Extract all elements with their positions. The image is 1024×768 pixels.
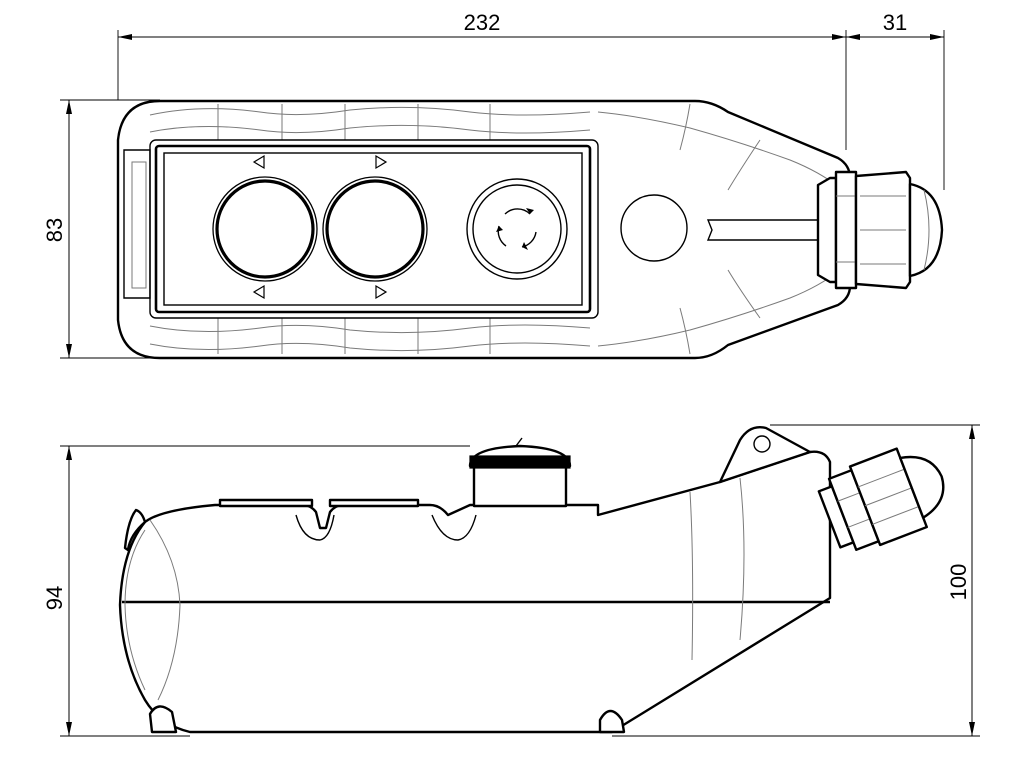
side-button-cap-1 <box>218 498 314 508</box>
dim-31-label: 31 <box>883 10 907 35</box>
side-button-cap-2 <box>328 498 420 508</box>
panel-face <box>163 152 583 306</box>
cable-gland-top <box>816 170 944 290</box>
dim-94-label: 94 <box>42 586 67 610</box>
dim-100-label: 100 <box>946 564 971 601</box>
panel-frame-inner <box>154 144 592 314</box>
arrow-up-icon <box>375 154 388 170</box>
top-view: 232 31 83 <box>42 10 945 360</box>
dim-83: 83 <box>42 99 160 359</box>
arrow-down-icon <box>252 284 265 300</box>
push-button-1[interactable] <box>212 154 318 300</box>
side-left-foot <box>148 705 178 734</box>
dim-94: 94 <box>42 445 470 737</box>
push-button-2[interactable] <box>322 154 428 300</box>
side-right-foot <box>598 709 626 734</box>
arrow-down-icon <box>375 284 388 300</box>
side-left-horn <box>123 508 147 552</box>
cable-stub <box>706 219 819 241</box>
hanging-eye-hole <box>753 435 771 453</box>
top-ridges <box>149 104 591 354</box>
side-view: 94 100 <box>42 424 980 737</box>
arrow-up-icon <box>252 154 265 170</box>
dim-232-label: 232 <box>464 10 501 35</box>
top-housing-outline <box>116 99 852 360</box>
dim-31: 31 <box>846 10 945 190</box>
dim-83-label: 83 <box>42 218 67 242</box>
side-emergency-stop[interactable] <box>468 437 572 508</box>
dim-232: 232 <box>117 10 847 150</box>
emergency-stop-button[interactable] <box>466 178 568 280</box>
cable-gland-side <box>817 447 945 552</box>
dim-100: 100 <box>612 424 980 737</box>
rotate-icon <box>496 208 537 250</box>
indicator-lamp <box>620 194 688 262</box>
panel-frame-outer <box>149 139 599 319</box>
side-hanging-eye <box>718 426 812 484</box>
